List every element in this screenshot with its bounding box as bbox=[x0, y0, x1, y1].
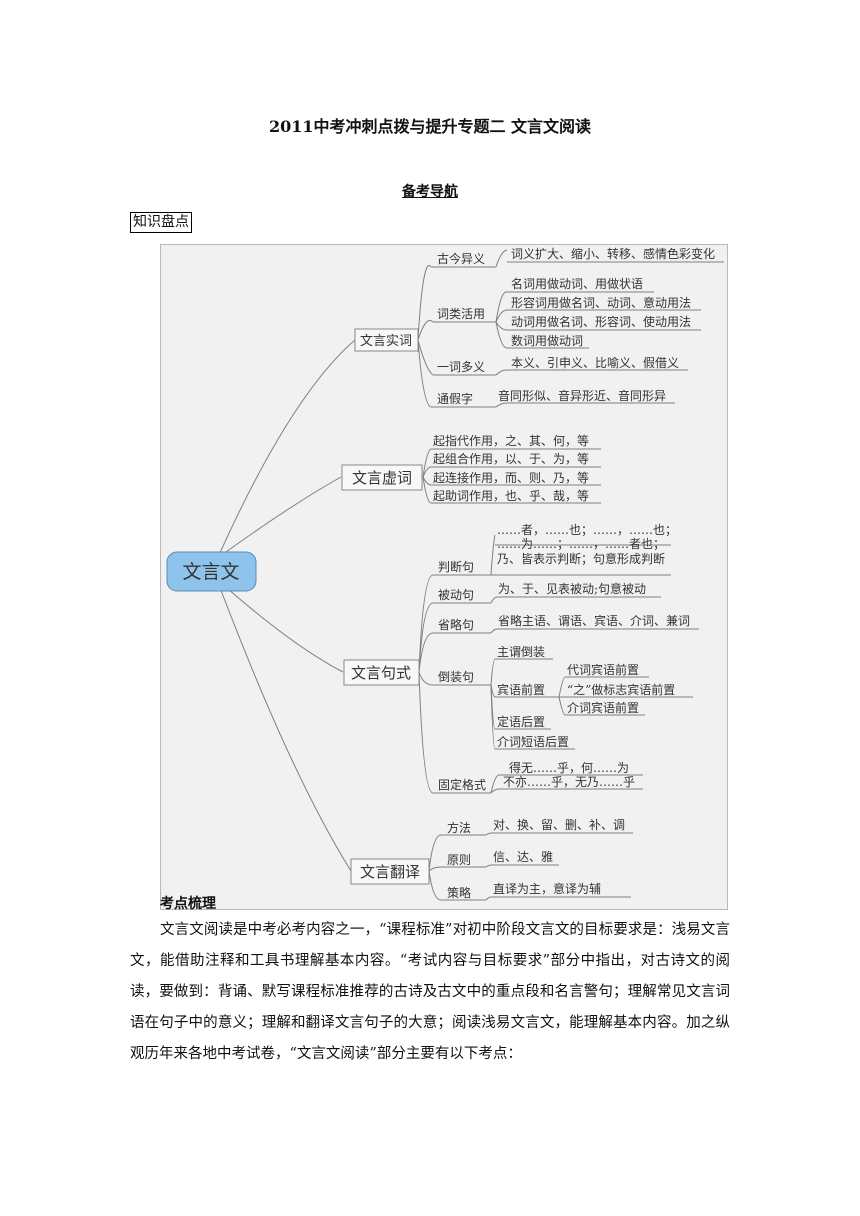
branch-node-jushi bbox=[343, 659, 420, 686]
body-paragraph: 文言文阅读是中考必考内容之一，“课程标准”对初中阶段文言文的目标要求是：浅易文言… bbox=[130, 922, 730, 1062]
leaf-label: 形容词用做名词、动词、意动用法 bbox=[511, 295, 691, 310]
node-label: 古今异义 bbox=[437, 251, 485, 266]
node-label: 固定格式 bbox=[438, 777, 486, 792]
leaf-label: 信、达、雅 bbox=[493, 849, 553, 864]
branch-node-shici bbox=[354, 328, 419, 352]
leaf-label: 起连接作用，而、则、乃，等 bbox=[433, 470, 589, 485]
leaf-label: 定语后置 bbox=[497, 714, 545, 729]
node-label: 倒装句 bbox=[438, 670, 474, 684]
leaf-label: 省略主语、谓语、宾语、介词、兼词 bbox=[498, 613, 690, 628]
branch-label: 文言虚词 bbox=[352, 469, 412, 487]
node-label: 策略 bbox=[447, 885, 471, 900]
leaf-label: 音同形似、音异形近、音同形异 bbox=[498, 388, 666, 403]
leaf-label: 起指代作用，之、其、何，等 bbox=[433, 433, 589, 448]
node-label: 被动句 bbox=[438, 588, 474, 602]
node-label: 省略句 bbox=[438, 617, 474, 632]
branch-label: 文言实词 bbox=[360, 334, 412, 349]
leaf-label: 宾语前置 bbox=[497, 682, 545, 697]
leaf-label: 动词用做名词、形容词、使动用法 bbox=[511, 314, 691, 329]
leaf-label: 为、于、见表被动;句意被动 bbox=[498, 581, 646, 596]
leaf-label: 介词短语后置 bbox=[497, 735, 569, 749]
mind-map-connectors bbox=[218, 249, 724, 901]
leaf-label: 对、换、留、删、补、调 bbox=[493, 818, 625, 832]
branch-node-xuci bbox=[341, 464, 423, 491]
branch-label: 文言翻译 bbox=[360, 863, 420, 881]
subsection-heading-knowledge: 知识盘点 bbox=[130, 212, 192, 233]
mind-map-canvas: 文言文 文言实词 文言虚词 文言句式 文言翻译 古今异义 词类活用 一词多义 通… bbox=[166, 246, 724, 901]
root-node-label: 文言文 bbox=[182, 561, 239, 583]
leaf-label: 名词用做动词、用做状语 bbox=[511, 276, 643, 291]
leaf-label: “之”做标志宾语前置 bbox=[567, 682, 675, 697]
leaf-label: ……者，……也；……，……也； bbox=[497, 523, 677, 537]
leaf-label: 起组合作用，以、于、为，等 bbox=[433, 451, 589, 466]
section-heading: 备考导航 bbox=[402, 184, 458, 200]
subsection-heading-points: 考点梳理 bbox=[160, 896, 216, 912]
node-label: 词类活用 bbox=[437, 307, 485, 321]
leaf-label: 直译为主，意译为辅 bbox=[493, 881, 601, 896]
leaf-label: 得无……乎，何……为 bbox=[509, 760, 629, 775]
leaf-label: ……为……；……，……者也； bbox=[497, 537, 665, 551]
leaf-label: 乃、皆表示判断；句意形成判断 bbox=[497, 551, 665, 566]
leaf-label: 不亦……乎，无乃……乎 bbox=[503, 774, 635, 789]
mind-map: 文言文 文言实词 文言虚词 文言句式 文言翻译 古今异义 词类活用 一词多义 通… bbox=[160, 244, 728, 910]
node-label: 方法 bbox=[447, 820, 471, 835]
leaf-label: 代词宾语前置 bbox=[567, 662, 639, 677]
leaf-label: 数词用做动词 bbox=[511, 333, 583, 348]
branch-label: 文言句式 bbox=[351, 664, 411, 682]
page-title: 2011中考冲刺点拨与提升专题二 文言文阅读 bbox=[268, 117, 592, 136]
branch-node-fanyi bbox=[350, 858, 430, 885]
leaf-label: 本义、引申义、比喻义、假借义 bbox=[511, 355, 679, 370]
leaf-label: 起助词作用，也、乎、哉，等 bbox=[433, 488, 589, 503]
node-label: 通假字 bbox=[437, 391, 473, 406]
leaf-label: 主谓倒装 bbox=[497, 645, 545, 659]
node-label: 判断句 bbox=[438, 559, 474, 574]
node-label: 原则 bbox=[447, 853, 471, 867]
node-label: 一词多义 bbox=[437, 360, 485, 374]
leaf-label: 介词宾语前置 bbox=[567, 700, 639, 715]
root-node bbox=[166, 551, 257, 592]
leaf-label: 词义扩大、缩小、转移、感情色彩变化 bbox=[511, 246, 715, 261]
